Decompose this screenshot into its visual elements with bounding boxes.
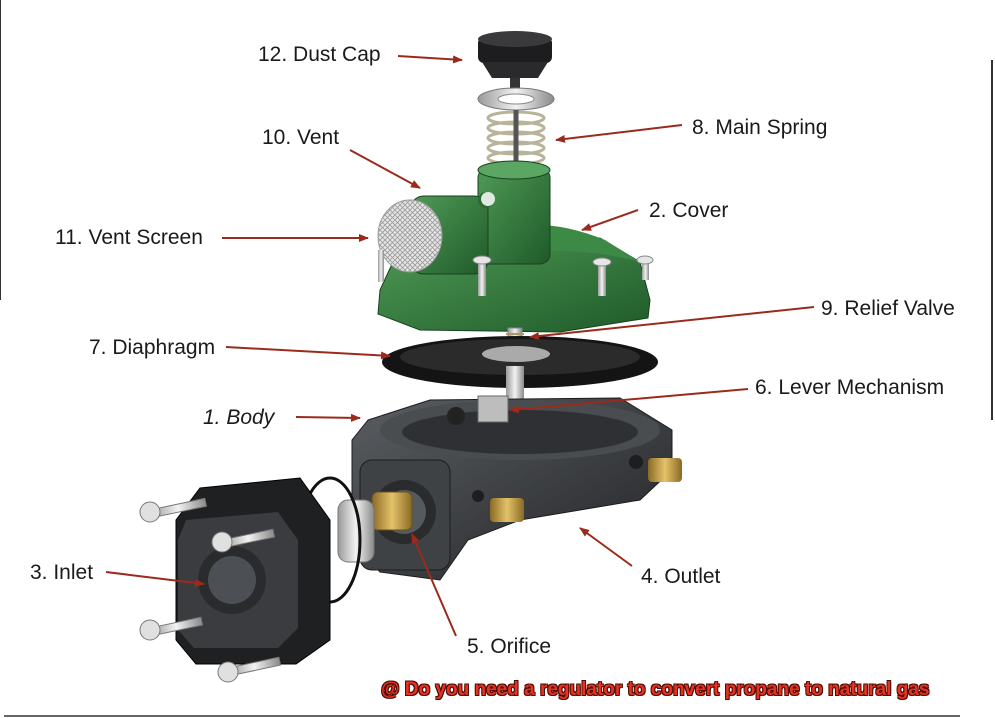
label-dust-cap: 12. Dust Cap — [258, 44, 381, 65]
arrow-dust-cap — [398, 56, 462, 60]
label-inlet: 3. Inlet — [30, 562, 93, 583]
label-relief-valve: 9. Relief Valve — [821, 298, 955, 319]
arrow-body — [296, 417, 360, 418]
arrow-outlet — [580, 528, 632, 566]
label-body: 1. Body — [203, 407, 274, 428]
caption-watermark: @ Do you need a regulator to convert pro… — [381, 679, 930, 701]
label-vent-screen: 11. Vent Screen — [55, 227, 203, 248]
label-cover: 2. Cover — [649, 200, 728, 221]
body-part — [352, 396, 682, 580]
washer-part — [478, 88, 554, 110]
dust-cap-part — [478, 31, 552, 94]
arrow-cover — [582, 210, 638, 230]
label-lever-mechanism: 6. Lever Mechanism — [755, 377, 944, 398]
arrow-vent — [350, 150, 420, 188]
arrow-diaphragm — [226, 347, 390, 356]
label-orifice: 5. Orifice — [467, 636, 551, 657]
diaphragm-part — [382, 336, 658, 400]
label-outlet: 4. Outlet — [641, 566, 720, 587]
label-main-spring: 8. Main Spring — [692, 117, 827, 138]
label-vent: 10. Vent — [262, 127, 339, 148]
label-diaphragm: 7. Diaphragm — [89, 337, 215, 358]
main-spring-part — [488, 110, 544, 165]
arrow-main-spring — [556, 125, 682, 140]
